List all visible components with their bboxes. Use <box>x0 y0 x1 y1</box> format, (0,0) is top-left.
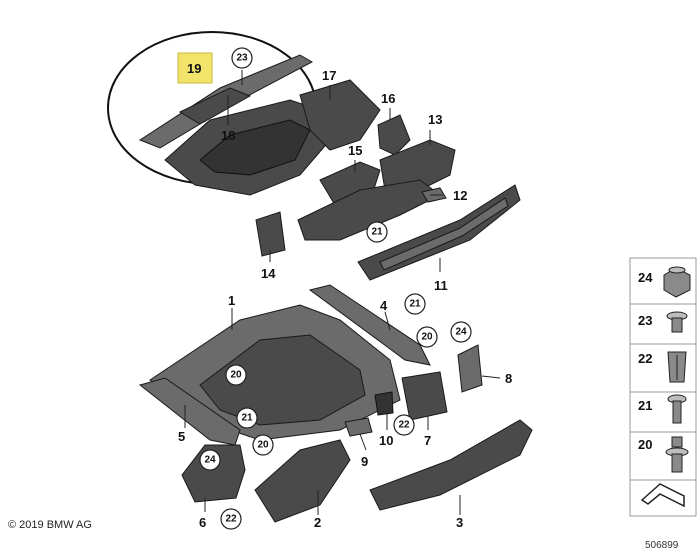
legend-item-23: 23 <box>638 313 652 328</box>
circled-21-mid: 21 <box>404 293 426 315</box>
part-3 <box>369 419 533 511</box>
label-4: 4 <box>380 298 388 313</box>
svg-text:22: 22 <box>398 420 410 431</box>
legend-item-21: 21 <box>638 398 652 413</box>
svg-text:21: 21 <box>409 299 421 310</box>
arrow-shape-icon <box>640 483 685 508</box>
svg-text:20: 20 <box>421 332 433 343</box>
circled-21-left: 21 <box>236 407 258 429</box>
trunk-floor-tray-inner <box>199 119 311 176</box>
svg-text:21: 21 <box>371 227 383 238</box>
part-4-rail <box>308 284 431 366</box>
label-19: 19 <box>187 61 201 76</box>
expanding-clip-icon <box>667 351 687 383</box>
legend-item-20: 20 <box>638 437 652 452</box>
legend-item-24: 24 <box>638 270 653 285</box>
screw-icon <box>667 394 687 424</box>
part-18-insert <box>178 87 252 125</box>
circled-20-right: 20 <box>416 326 438 348</box>
part-lower-trim <box>297 179 441 241</box>
svg-text:24: 24 <box>455 327 467 338</box>
label-15: 15 <box>348 143 362 158</box>
highlight-box-19 <box>177 52 213 84</box>
label-14: 14 <box>261 266 276 281</box>
legend-item-22: 22 <box>638 351 652 366</box>
part-6-box <box>181 444 246 503</box>
circled-22-right: 22 <box>393 414 415 436</box>
svg-text:20: 20 <box>257 440 269 451</box>
svg-text:23: 23 <box>236 53 248 64</box>
circled-21-top: 21 <box>366 221 388 243</box>
label-5: 5 <box>178 429 185 444</box>
svg-text:21: 21 <box>241 413 253 424</box>
label-8: 8 <box>505 371 512 386</box>
part-7-box <box>401 371 448 421</box>
label-18: 18 <box>221 128 235 143</box>
circled-24-bottom: 24 <box>199 449 221 471</box>
label-17: 17 <box>322 68 336 83</box>
svg-text:22: 22 <box>225 514 237 525</box>
copyright-text: © 2019 BMW AG <box>8 519 92 531</box>
part-8 <box>457 344 483 393</box>
label-1: 1 <box>228 293 235 308</box>
circled-23: 23 <box>231 47 253 69</box>
svg-text:20: 20 <box>230 370 242 381</box>
circled-24-right: 24 <box>450 321 472 343</box>
part-5-rail <box>138 377 241 446</box>
part-14 <box>255 211 286 257</box>
label-7: 7 <box>424 433 431 448</box>
clip-round-icon <box>666 311 688 333</box>
leader-lines <box>184 70 501 515</box>
label-9: 9 <box>361 454 368 469</box>
circled-20-bottom: 20 <box>252 434 274 456</box>
part-10 <box>374 391 394 416</box>
image-number: 506899 <box>645 540 679 551</box>
label-16: 16 <box>381 91 395 106</box>
label-3: 3 <box>456 515 463 530</box>
label-12: 12 <box>453 188 467 203</box>
label-11: 11 <box>434 278 448 293</box>
part-9 <box>344 417 373 437</box>
label-13: 13 <box>428 112 442 127</box>
nut-icon <box>663 266 691 298</box>
part-17-cover <box>299 79 381 151</box>
part-16 <box>377 114 411 156</box>
label-2: 2 <box>314 515 321 530</box>
part-1-inner <box>199 334 366 426</box>
label-6: 6 <box>199 515 206 530</box>
part-11-inner <box>379 197 509 271</box>
part-2 <box>254 439 351 523</box>
svg-text:24: 24 <box>204 455 216 466</box>
label-10: 10 <box>379 433 393 448</box>
circled-22-bottom: 22 <box>220 508 242 530</box>
push-rivet-icon <box>665 436 689 473</box>
fastener-legend: 24 23 22 21 20 <box>629 257 697 517</box>
circled-20-left: 20 <box>225 364 247 386</box>
